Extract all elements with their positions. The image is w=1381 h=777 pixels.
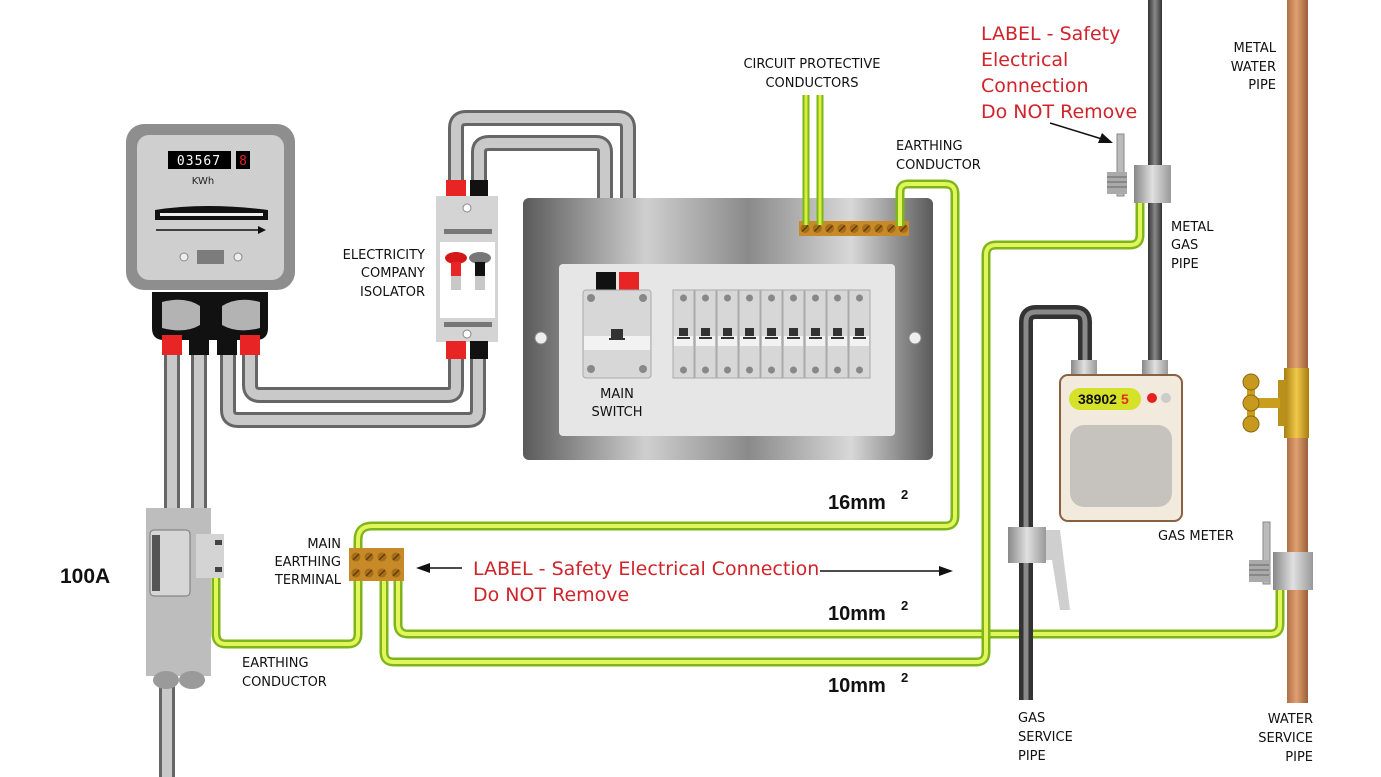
- cpc-label-line1: CIRCUIT PROTECTIVE: [743, 57, 880, 72]
- main-earthing-terminal: [349, 548, 404, 581]
- main-switch-label-line1: MAIN: [600, 387, 634, 402]
- earthing-conductor-top-line2: CONDUCTOR: [896, 158, 981, 173]
- screw-icon: [377, 568, 387, 578]
- cable-size-16-sup: 2: [901, 487, 908, 502]
- isolator-label-line1: ELECTRICITY: [343, 248, 425, 263]
- main-switch-label-line2: SWITCH: [592, 405, 643, 420]
- screw-icon: [812, 224, 822, 233]
- cable-size-10a-value: 10mm: [828, 603, 886, 625]
- gas-meter-reading-last: 5: [1121, 391, 1129, 407]
- gas-meter-reading: 38902: [1078, 391, 1117, 407]
- isolator-label-line2: COMPANY: [361, 266, 425, 281]
- screw-icon: [800, 224, 810, 233]
- metal-gas-pipe-line2: GAS: [1171, 238, 1198, 253]
- fuse-rating: 100A: [60, 565, 110, 588]
- main-switch: [582, 289, 652, 379]
- metal-gas-pipe-line3: PIPE: [1171, 257, 1199, 272]
- cable-size-16: 16mm 2: [828, 487, 908, 514]
- meter-reading: 03567: [177, 154, 221, 169]
- mcb-breaker: [694, 289, 717, 379]
- earth-conductors: [211, 95, 1285, 667]
- screw-icon: [849, 224, 859, 233]
- mcb-breaker: [782, 289, 805, 379]
- screw-icon: [391, 568, 401, 578]
- screw-icon: [898, 224, 908, 233]
- screw-icon: [825, 224, 835, 233]
- top-warning-line1: LABEL - Safety: [981, 23, 1120, 45]
- top-warning-line3: Connection: [981, 75, 1089, 97]
- middle-warning-line1: LABEL - Safety Electrical Connection: [473, 558, 819, 580]
- cpc-label-line2: CONDUCTORS: [765, 76, 858, 91]
- gas-service-pipe-line3: PIPE: [1018, 749, 1046, 764]
- metal-water-pipe: [1242, 0, 1313, 703]
- screw-icon: [364, 568, 374, 578]
- screw-icon: [377, 552, 387, 562]
- met-label-line1: MAIN: [307, 537, 341, 552]
- screw-icon: [862, 224, 871, 233]
- consumer-unit: MAIN SWITCH: [523, 198, 933, 460]
- gas-service-pipe-line1: GAS: [1018, 711, 1045, 726]
- metal-water-pipe-line2: WATER: [1231, 60, 1276, 75]
- screw-icon: [874, 224, 884, 233]
- screw-icon: [391, 552, 401, 562]
- cable-size-10b-value: 10mm: [828, 675, 886, 697]
- cable-size-10b-sup: 2: [901, 670, 908, 685]
- top-warning-label: LABEL - Safety Electrical Connection Do …: [981, 23, 1137, 143]
- arrow-icon: [1049, 122, 1103, 140]
- mcb-row: [672, 289, 871, 379]
- middle-warning-line2: Do NOT Remove: [473, 584, 629, 606]
- mcb-breaker: [804, 289, 827, 379]
- isolator-label-line3: ISOLATOR: [360, 285, 425, 300]
- met-label-line3: TERMINAL: [274, 573, 342, 588]
- screw-icon: [351, 568, 361, 578]
- metal-water-pipe-line3: PIPE: [1248, 78, 1276, 93]
- service-cutout: [146, 508, 224, 689]
- screw-icon: [886, 224, 896, 233]
- metal-gas-pipe-line1: METAL: [1171, 220, 1214, 235]
- earthing-conductor-bottom-line1: EARTHING: [242, 656, 309, 671]
- gas-meter-label: GAS METER: [1158, 529, 1234, 544]
- water-service-pipe-line2: SERVICE: [1258, 731, 1313, 746]
- screw-icon: [364, 552, 374, 562]
- middle-warning-label: LABEL - Safety Electrical Connection Do …: [416, 558, 953, 606]
- metal-water-pipe-line1: METAL: [1234, 41, 1277, 56]
- gas-service-pipe-line2: SERVICE: [1018, 730, 1073, 745]
- mcb-breaker: [672, 289, 695, 379]
- mcb-breaker: [826, 289, 849, 379]
- stopcock-icon: [1242, 368, 1309, 438]
- water-service-pipe-line3: PIPE: [1285, 750, 1313, 765]
- gas-service-pipe: [1008, 305, 1092, 700]
- isolator-label: ELECTRICITY COMPANY ISOLATOR: [343, 248, 425, 300]
- mcb-breaker: [738, 289, 761, 379]
- earthing-conductor-bottom-line2: CONDUCTOR: [242, 675, 327, 690]
- electricity-company-isolator: [436, 180, 498, 359]
- metal-gas-pipe: [1107, 0, 1171, 360]
- cable-size-10a-sup: 2: [901, 598, 908, 613]
- mcb-breaker: [760, 289, 783, 379]
- meter-reading-last-digit: 8: [239, 154, 247, 169]
- cable-size-16-value: 16mm: [828, 492, 886, 514]
- top-warning-line4: Do NOT Remove: [981, 101, 1137, 123]
- mcb-breaker: [716, 289, 739, 379]
- gas-meter: 38902 5: [1059, 360, 1183, 522]
- cable-size-10-water: 10mm 2: [828, 598, 908, 625]
- water-service-pipe-line1: WATER: [1268, 712, 1313, 727]
- cable-size-10-gas: 10mm 2: [828, 670, 908, 697]
- screw-icon: [351, 552, 361, 562]
- electricity-meter: 03567 8 KWh: [126, 124, 295, 355]
- meter-tails: [159, 110, 636, 777]
- mcb-breaker: [848, 289, 871, 379]
- earthing-conductor-top-line1: EARTHING: [896, 139, 963, 154]
- cu-earth-bar: [799, 221, 909, 236]
- met-label-line2: EARTHING: [274, 555, 341, 570]
- top-warning-line2: Electrical: [981, 49, 1068, 71]
- meter-unit: KWh: [192, 176, 214, 187]
- screw-icon: [837, 224, 847, 233]
